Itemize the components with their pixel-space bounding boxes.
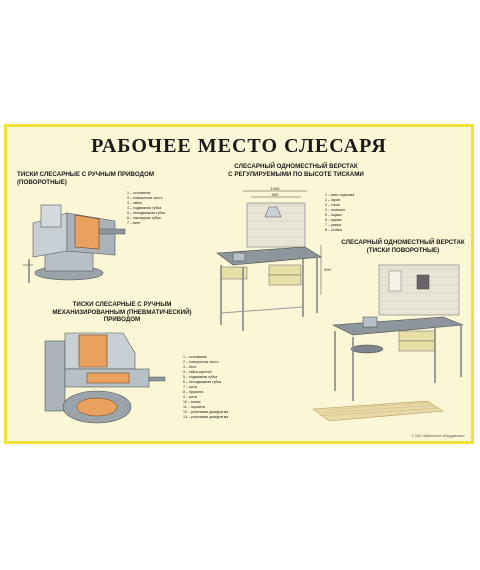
dimension-height-side: 900: [324, 267, 331, 272]
legend-item: 13 – резиновая диафрагма: [183, 415, 229, 419]
caption-adjustable-bench-line1: СЛЕСАРНЫЙ ОДНОМЕСТНЫЙ ВЕРСТАК: [234, 163, 358, 170]
legend-item: 8 – стойка: [325, 228, 343, 232]
legend-item: 11 – поршень: [183, 405, 206, 409]
legend-item: 7 – шток: [183, 385, 198, 389]
legend-pneumatic-vise: 1 – основание 2 – поворотная часть 3 – б…: [183, 355, 228, 420]
legend-item: 3 – болт: [183, 365, 197, 369]
manual-vise-illustration: [23, 204, 126, 283]
caption-rotary-bench-line2: (ТИСКИ ПОВОРОТНЫЕ): [366, 246, 440, 254]
legend-item: 5 – ящики: [325, 213, 342, 217]
poster: РАБОЧЕЕ МЕСТО СЛЕСАРЯ ТИСКИ СЛЕСАРНЫЕ С …: [4, 124, 474, 444]
legend-item: 6 – неподвижная губка: [183, 380, 222, 384]
caption-pneumatic-vise-line2: МЕХАНИЗИРОВАННЫМ (ПНЕВМАТИЧЕСКИЙ) ПРИВОД…: [52, 308, 192, 324]
caption-pneumatic-vise-line1: ТИСКИ СЛЕСАРНЫЕ С РУЧНЫМ: [72, 301, 172, 308]
pneumatic-vise-illustration: [44, 332, 166, 424]
legend-item: 1 – основание: [183, 355, 207, 359]
caption-rotary-bench: СЛЕСАРНЫЙ ОДНОМЕСТНЫЙ ВЕРСТАК (ТИСКИ ПОВ…: [333, 239, 473, 254]
legend-manual-vise: 1 – основание 2 – поворотная часть 3 – г…: [127, 191, 165, 226]
legend-item: 3 – тиски: [325, 203, 341, 207]
adjustable-bench-illustration: 1040 900 900: [216, 186, 331, 331]
poster-title: РАБОЧЕЕ МЕСТО СЛЕСАРЯ: [91, 135, 387, 157]
legend-item: 2 – поворотная часть: [183, 360, 219, 364]
legend-item: 1 – винт подъема: [325, 193, 355, 197]
legend-item: 4 – подвижная губка: [127, 206, 162, 210]
legend-item: 4 – гайка каретки: [183, 370, 212, 374]
dimension-width-inner: 900: [272, 192, 279, 197]
caption-adjustable-bench-line2: С РЕГУЛИРУЕМЫМИ ПО ВЫСОТЕ ТИСКАМИ: [228, 170, 364, 178]
legend-bench: 1 – винт подъема 2 – экран 3 – тиски 4 –…: [325, 193, 354, 233]
legend-item: 7 – рамка: [325, 223, 342, 227]
legend-item: 5 – неподвижная губка: [127, 211, 166, 215]
caption-adjustable-bench: СЛЕСАРНЫЙ ОДНОМЕСТНЫЙ ВЕРСТАК С РЕГУЛИРУ…: [221, 163, 371, 178]
legend-item: 5 – подвижная губка: [183, 375, 218, 379]
legend-item: 2 – поворотная часть: [127, 196, 163, 200]
footer-copyright: © ЗАО «Кабинетное оборудование»: [411, 434, 465, 438]
caption-rotary-bench-line1: СЛЕСАРНЫЙ ОДНОМЕСТНЫЙ ВЕРСТАК: [341, 239, 465, 246]
legend-item: 9 – шток: [183, 395, 198, 399]
legend-item: 12 – резиновая диафрагма: [183, 410, 229, 414]
caption-manual-vise: ТИСКИ СЛЕСАРНЫЕ С РУЧНЫМ ПРИВОДОМ (ПОВОР…: [17, 171, 154, 186]
legend-item: 3 – гайка: [127, 201, 142, 205]
legend-item: 1 – основание: [127, 191, 151, 195]
legend-item: 7 – винт: [127, 221, 141, 225]
legend-item: 6 – каркас: [325, 218, 343, 222]
legend-item: 10 – валик: [183, 400, 201, 404]
legend-item: 4 – планшет: [325, 208, 346, 212]
legend-item: 6 – накладная губка: [127, 216, 161, 220]
legend-item: 8 – пружина: [183, 390, 204, 394]
legend-item: 2 – экран: [325, 198, 341, 202]
dimension-width-top: 1040: [271, 186, 281, 191]
caption-pneumatic-vise: ТИСКИ СЛЕСАРНЫЕ С РУЧНЫМ МЕХАНИЗИРОВАННЫ…: [47, 301, 197, 324]
rotary-bench-illustration: [312, 264, 464, 422]
